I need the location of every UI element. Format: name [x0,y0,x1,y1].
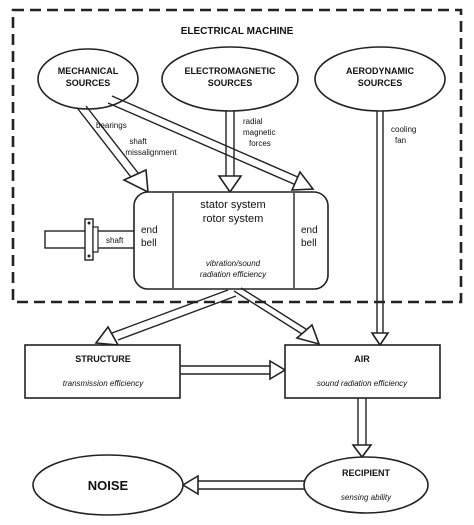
shaft-drawing: shaft [44,218,139,261]
magnetic-label: magnetic [243,128,275,137]
machine-to-structure-arrow [94,289,237,346]
forces-label: forces [249,139,271,148]
structure-to-air-arrow [180,359,287,381]
electromagnetic-sources-line2: SOURCES [208,78,253,88]
vibration-label-line1: vibration/sound [206,259,261,268]
cooling-label: cooling [391,125,416,134]
bearings-label: bearings [96,121,127,130]
end-bell-right-line1: end [301,225,318,236]
end-bell-right-line2: bell [301,238,317,249]
vibration-label-line2: radiation efficiency [200,270,267,279]
recipient-node: RECIPIENT sensing ability [303,456,429,514]
aerodynamic-sources-line1: AERODYNAMIC [346,66,415,76]
recipient-to-noise-arrow [181,474,304,496]
air-subtitle: sound radiation efficiency [317,379,408,388]
mechanical-sources-line2: SOURCES [66,78,111,88]
shaft-label: shaft [106,236,124,245]
noise-node: NOISE [32,454,184,516]
shaft-label-line1: shaft [129,137,147,146]
fan-label: fan [395,136,406,145]
missalignment-label-line2: missalignment [125,148,177,157]
mechanical-sources-node: MECHANICAL SOURCES [37,48,139,110]
aerodynamic-sources-line2: SOURCES [358,78,403,88]
rotor-system-label: rotor system [203,213,264,225]
structure-title: STRUCTURE [75,354,131,364]
machine-box: end bell end bell stator system rotor sy… [133,191,329,290]
end-bell-left-line1: end [141,225,158,236]
bearings-arrow [77,105,149,194]
cooling-fan-arrow [370,111,390,347]
electromagnetic-sources-node: ELECTROMAGNETIC SOURCES [161,46,299,112]
air-title: AIR [354,354,370,364]
machine-to-air-arrow [233,287,321,346]
noise-title: NOISE [88,478,129,493]
structure-subtitle: transmission efficiency [63,379,144,388]
air-node: AIR sound radiation efficiency [284,344,441,399]
aerodynamic-sources-node: AERODYNAMIC SOURCES [314,46,446,112]
electrical-machine-boundary [11,8,463,304]
end-bell-left-line2: bell [141,238,157,249]
shaft-misalignment-arrow [107,95,315,191]
mechanical-sources-line1: MECHANICAL [58,66,119,76]
air-to-recipient-arrow [351,398,373,459]
recipient-title: RECIPIENT [342,468,391,478]
structure-node: STRUCTURE transmission efficiency [24,344,181,399]
recipient-subtitle: sensing ability [341,493,392,502]
electrical-machine-label: ELECTRICAL MACHINE [181,26,294,37]
radial-forces-arrow [217,111,243,194]
coupling-flange [84,218,94,261]
stator-system-label: stator system [200,199,265,211]
electromagnetic-sources-line1: ELECTROMAGNETIC [185,66,276,76]
radial-label: radial [243,117,263,126]
